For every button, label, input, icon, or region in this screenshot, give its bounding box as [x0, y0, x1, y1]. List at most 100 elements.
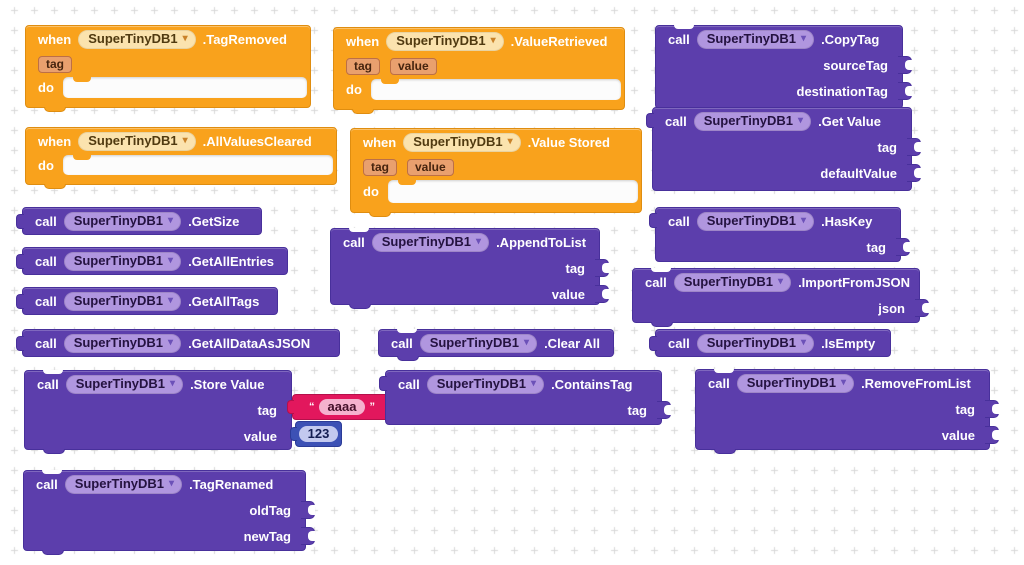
do-slot[interactable] [62, 155, 333, 175]
component-dropdown[interactable]: SuperTinyDB1▾ [78, 29, 196, 49]
component-dropdown[interactable]: SuperTinyDB1▾ [403, 132, 521, 152]
component-dropdown[interactable]: SuperTinyDB1▾ [63, 211, 182, 231]
open-quote: “ [309, 401, 315, 413]
value-socket[interactable] [301, 527, 315, 545]
block-call-isempty[interactable]: call SuperTinyDB1▾ .IsEmpty [649, 329, 891, 357]
block-call-getvalue[interactable]: call SuperTinyDB1▾ .Get Value tag defaul… [646, 107, 921, 191]
method-name: .GetAllDataAsJSON [188, 335, 311, 351]
value-socket[interactable] [595, 285, 609, 303]
when-keyword: when [38, 133, 72, 149]
params-row: tag value [351, 155, 641, 179]
component-dropdown[interactable]: SuperTinyDB1▾ [386, 31, 504, 51]
prev-connector [43, 370, 63, 374]
chevron-down-icon: ▾ [168, 254, 174, 266]
string-value-block[interactable]: “ aaaa ” [287, 394, 392, 420]
block-call-appendtolist[interactable]: call SuperTinyDB1▾ .AppendToList tag val… [330, 228, 609, 309]
do-row: do [26, 76, 310, 107]
block-call-importfromjson[interactable]: call SuperTinyDB1▾ .ImportFromJSON json [632, 268, 929, 327]
block-call-getalldataasjson[interactable]: call SuperTinyDB1▾ .GetAllDataAsJSON [16, 329, 340, 357]
component-dropdown[interactable]: SuperTinyDB1▾ [696, 333, 815, 353]
output-plug[interactable] [649, 336, 657, 351]
arg-label: tag [866, 239, 887, 255]
string-field[interactable]: aaaa [318, 399, 366, 415]
arg-label: defaultValue [820, 165, 897, 181]
component-dropdown[interactable]: SuperTinyDB1▾ [371, 232, 490, 252]
component-dropdown[interactable]: SuperTinyDB1▾ [63, 251, 182, 271]
output-plug[interactable] [646, 113, 654, 128]
param-chip-value[interactable]: value [407, 158, 454, 176]
component-dropdown[interactable]: SuperTinyDB1▾ [693, 111, 812, 131]
chevron-down-icon: ▾ [798, 114, 804, 126]
block-call-tagrenamed[interactable]: call SuperTinyDB1▾ .TagRenamed oldTag ne… [23, 470, 315, 555]
chevron-down-icon: ▾ [169, 477, 175, 489]
output-plug[interactable] [16, 254, 24, 269]
output-plug[interactable] [16, 294, 24, 309]
param-chip-tag[interactable]: tag [363, 158, 397, 176]
value-socket[interactable] [896, 238, 910, 256]
event-name: .ValueRetrieved [510, 33, 608, 49]
component-dropdown[interactable]: SuperTinyDB1▾ [63, 291, 182, 311]
block-header: when SuperTinyDB1▾ .AllValuesCleared [26, 128, 336, 154]
value-socket[interactable] [985, 426, 999, 444]
value-socket[interactable] [301, 501, 315, 519]
component-name: SuperTinyDB1 [73, 334, 164, 350]
block-call-copytag[interactable]: call SuperTinyDB1▾ .CopyTag sourceTag de… [655, 25, 912, 113]
param-chip-tag[interactable]: tag [346, 57, 380, 75]
component-dropdown[interactable]: SuperTinyDB1▾ [419, 333, 538, 353]
value-socket[interactable] [898, 56, 912, 74]
next-connector [44, 184, 66, 189]
block-call-containstag[interactable]: call SuperTinyDB1▾ .ContainsTag tag [379, 370, 671, 425]
arg-label: oldTag [249, 502, 291, 518]
value-socket[interactable] [907, 164, 921, 182]
value-socket[interactable] [985, 400, 999, 418]
component-dropdown[interactable]: SuperTinyDB1▾ [673, 272, 792, 292]
number-field[interactable]: 123 [298, 426, 339, 442]
block-call-getalltags[interactable]: call SuperTinyDB1▾ .GetAllTags [16, 287, 278, 315]
prev-connector [674, 25, 694, 29]
do-slot[interactable] [370, 79, 621, 100]
component-dropdown[interactable]: SuperTinyDB1▾ [63, 333, 182, 353]
block-call-storevalue[interactable]: call SuperTinyDB1▾ .Store Value tag valu… [24, 370, 292, 454]
block-when-allvaluescleared[interactable]: when SuperTinyDB1▾ .AllValuesCleared do [25, 127, 337, 189]
block-call-removefromlist[interactable]: call SuperTinyDB1▾ .RemoveFromList tag v… [695, 369, 999, 454]
output-plug[interactable] [379, 376, 387, 391]
prev-connector [42, 470, 62, 474]
number-value-block[interactable]: 123 [290, 421, 342, 447]
component-dropdown[interactable]: SuperTinyDB1▾ [696, 211, 815, 231]
call-keyword: call [37, 376, 59, 392]
block-header: when SuperTinyDB1▾ .Value Stored [351, 129, 641, 155]
value-socket[interactable] [595, 259, 609, 277]
block-when-valuestored[interactable]: when SuperTinyDB1▾ .Value Stored tag val… [350, 128, 642, 217]
component-dropdown[interactable]: SuperTinyDB1▾ [736, 373, 855, 393]
component-dropdown[interactable]: SuperTinyDB1▾ [696, 29, 815, 49]
arg-label: newTag [243, 528, 291, 544]
value-socket[interactable] [915, 299, 929, 317]
block-call-getsize[interactable]: call SuperTinyDB1▾ .GetSize [16, 207, 262, 235]
block-call-clearall[interactable]: call SuperTinyDB1▾ .Clear All [378, 329, 614, 361]
component-name: SuperTinyDB1 [381, 233, 472, 249]
output-plug[interactable] [16, 336, 24, 351]
block-when-tagremoved[interactable]: when SuperTinyDB1▾ .TagRemoved tag do [25, 25, 311, 112]
block-call-getallentries[interactable]: call SuperTinyDB1▾ .GetAllEntries [16, 247, 288, 275]
block-when-valueretrieved[interactable]: when SuperTinyDB1▾ .ValueRetrieved tag v… [333, 27, 625, 114]
component-name: SuperTinyDB1 [74, 475, 165, 491]
value-socket[interactable] [898, 82, 912, 100]
output-plug[interactable] [16, 214, 24, 229]
value-socket[interactable] [657, 401, 671, 419]
param-chip-tag[interactable]: tag [38, 55, 72, 73]
component-dropdown[interactable]: SuperTinyDB1▾ [426, 374, 545, 394]
component-dropdown[interactable]: SuperTinyDB1▾ [78, 131, 196, 151]
component-dropdown[interactable]: SuperTinyDB1 ▾ [64, 474, 183, 494]
do-slot[interactable] [387, 180, 638, 203]
component-dropdown[interactable]: SuperTinyDB1▾ [65, 374, 184, 394]
param-chip-value[interactable]: value [390, 57, 437, 75]
block-call-haskey[interactable]: call SuperTinyDB1▾ .HasKey tag [649, 207, 910, 262]
when-keyword: when [346, 33, 380, 49]
do-keyword: do [363, 184, 379, 199]
output-plug[interactable] [649, 213, 657, 228]
do-slot[interactable] [62, 77, 307, 98]
prev-connector [397, 329, 417, 333]
method-name: .Clear All [544, 335, 600, 351]
value-socket[interactable] [907, 138, 921, 156]
